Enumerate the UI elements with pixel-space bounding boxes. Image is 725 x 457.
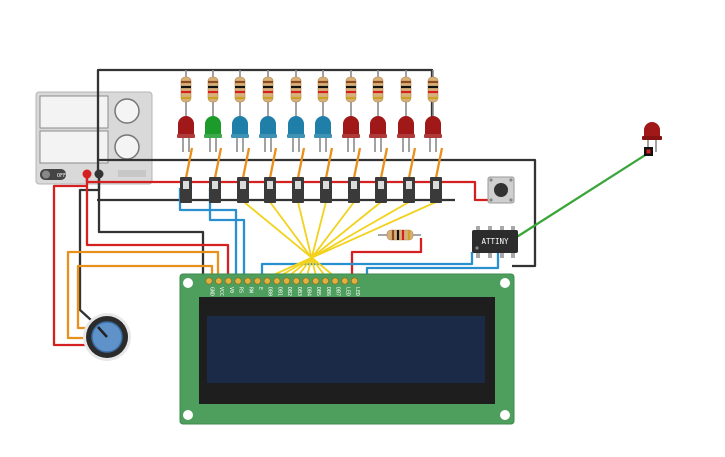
led-array — [177, 116, 442, 152]
led-4 — [259, 116, 277, 152]
lcd-pin[interactable]: LED — [341, 277, 351, 296]
lcd-pin-label: E — [257, 287, 263, 290]
lcd-pin[interactable]: DB4 — [302, 277, 312, 296]
lcd-module[interactable] — [179, 273, 515, 425]
red-wires — [52, 174, 492, 347]
lcd-pin[interactable]: LED — [350, 277, 360, 296]
led-7 — [342, 116, 360, 152]
led-10 — [424, 116, 442, 152]
lcd-pin[interactable]: DB1 — [273, 277, 283, 296]
switch-array[interactable] — [180, 177, 442, 203]
led-2 — [204, 116, 222, 152]
led-6 — [314, 116, 332, 152]
lcd-pin-label: RW — [247, 287, 253, 294]
lcd-pin[interactable]: V0 — [224, 277, 234, 293]
led-8 — [369, 116, 387, 152]
indicator-led[interactable] — [642, 122, 662, 156]
lcd-pin-label: LED — [344, 287, 350, 296]
lcd-pin[interactable]: DB0 — [263, 277, 273, 296]
lcd-pin-label: DB6 — [325, 287, 331, 296]
led-9 — [397, 116, 415, 152]
resistor-array[interactable] — [180, 70, 439, 120]
lcd-pin-label: LED — [354, 287, 360, 296]
lcd-screen — [207, 316, 485, 383]
lcd-pin[interactable]: RW — [244, 277, 254, 294]
lcd-pin[interactable]: VCC — [215, 277, 225, 296]
lcd-pin-label: DB5 — [315, 287, 321, 296]
lcd-pin-label: DB1 — [276, 287, 282, 296]
lcd-pin[interactable]: DB3 — [292, 277, 302, 296]
led-3 — [231, 116, 249, 152]
power-supply[interactable]: OFF — [35, 91, 153, 185]
lcd-pin-label: DB3 — [296, 287, 302, 296]
lcd-pin[interactable]: RS — [234, 277, 244, 293]
orange-wires — [66, 147, 444, 340]
lcd-pin-label: RS — [238, 287, 244, 293]
led-1 — [177, 116, 195, 152]
lcd-pin-label: DB4 — [306, 287, 312, 296]
potentiometer[interactable] — [83, 313, 131, 361]
lcd-pin[interactable]: DB7 — [331, 277, 341, 296]
attiny-chip[interactable]: ATTINY — [472, 226, 518, 258]
lcd-pin[interactable]: DB6 — [321, 277, 331, 296]
lcd-pin-label: DB7 — [335, 287, 341, 296]
lcd-pin-label: VCC — [218, 287, 224, 296]
backlight-resistor[interactable] — [378, 229, 421, 241]
lcd-pin[interactable]: DB5 — [312, 277, 322, 296]
lcd-pin-label: GND — [209, 287, 215, 296]
lcd-pin-label: DB0 — [267, 287, 273, 296]
lcd-pin-label: V0 — [228, 287, 234, 293]
lcd-pin-label: DB2 — [286, 287, 292, 296]
yellow-data-bus — [243, 201, 437, 277]
led-5 — [287, 116, 305, 152]
lcd-pin[interactable]: E — [254, 277, 263, 290]
lcd-pin[interactable]: DB2 — [283, 277, 292, 296]
pushbutton[interactable] — [487, 176, 515, 204]
power-switch-label: OFF — [57, 173, 66, 179]
green-wire — [511, 151, 651, 241]
lcd-pin[interactable]: GND — [205, 277, 215, 296]
chip-label: ATTINY — [481, 237, 509, 246]
